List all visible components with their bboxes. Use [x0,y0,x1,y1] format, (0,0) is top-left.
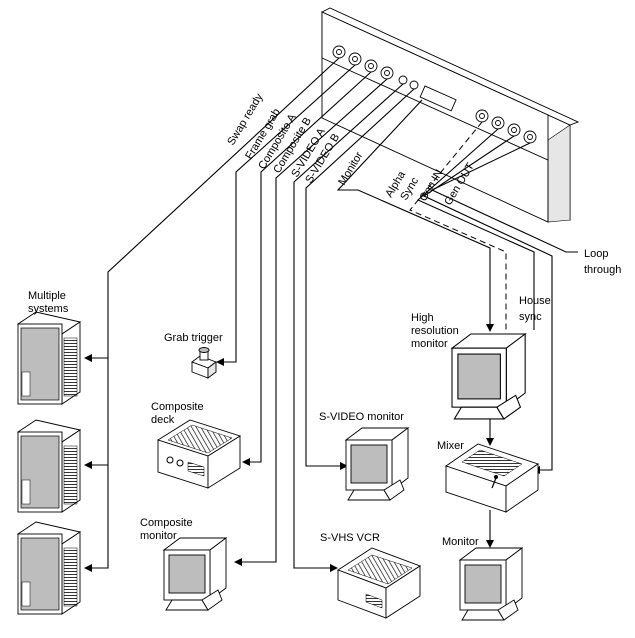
high-resolution-monitor: High resolution monitor [411,312,526,420]
high-res-label-1: High [411,312,434,324]
high-res-label-3: monitor [411,338,448,350]
multiple-systems-label-1: Multiple [28,290,66,302]
grab-trigger-label: Grab trigger [164,332,223,344]
house-sync-label-2: sync [519,311,542,323]
loop-through-label-1: Loop [584,248,608,260]
svhs-vcr-label: S-VHS VCR [320,532,380,544]
mixer-label: Mixer [437,440,464,452]
output-monitor-label: Monitor [442,536,479,548]
composite-monitor-label-1: Composite [140,517,193,529]
system-tower-2 [17,419,81,513]
svideo-monitor-label: S-VIDEO monitor [319,411,404,423]
back-panel [320,7,580,223]
composite-deck-label-1: Composite [151,401,204,413]
high-res-label-2: resolution [411,325,459,337]
svhs-vcr: S-VHS VCR [320,532,421,619]
system-tower-3 [17,521,81,615]
composite-monitor-label-2: monitor [140,530,177,542]
composite-deck-label-2: deck [151,414,175,426]
cables [84,57,578,572]
house-sync-label-1: House [519,295,551,307]
composite-monitor: Composite monitor [140,517,227,611]
label-monitor-out: Monitor [336,150,365,188]
system-tower-1 [17,311,81,405]
svideo-monitor: S-VIDEO monitor [319,411,409,501]
loop-through-label-2: through [584,264,621,276]
output-monitor: Monitor [442,536,523,621]
video-mixer: Mixer [437,440,539,513]
composite-deck: Composite deck [151,401,242,489]
multiple-systems: Multiple systems [17,290,81,615]
grab-trigger: Grab trigger [164,332,223,379]
multiple-systems-label-2: systems [28,303,69,315]
